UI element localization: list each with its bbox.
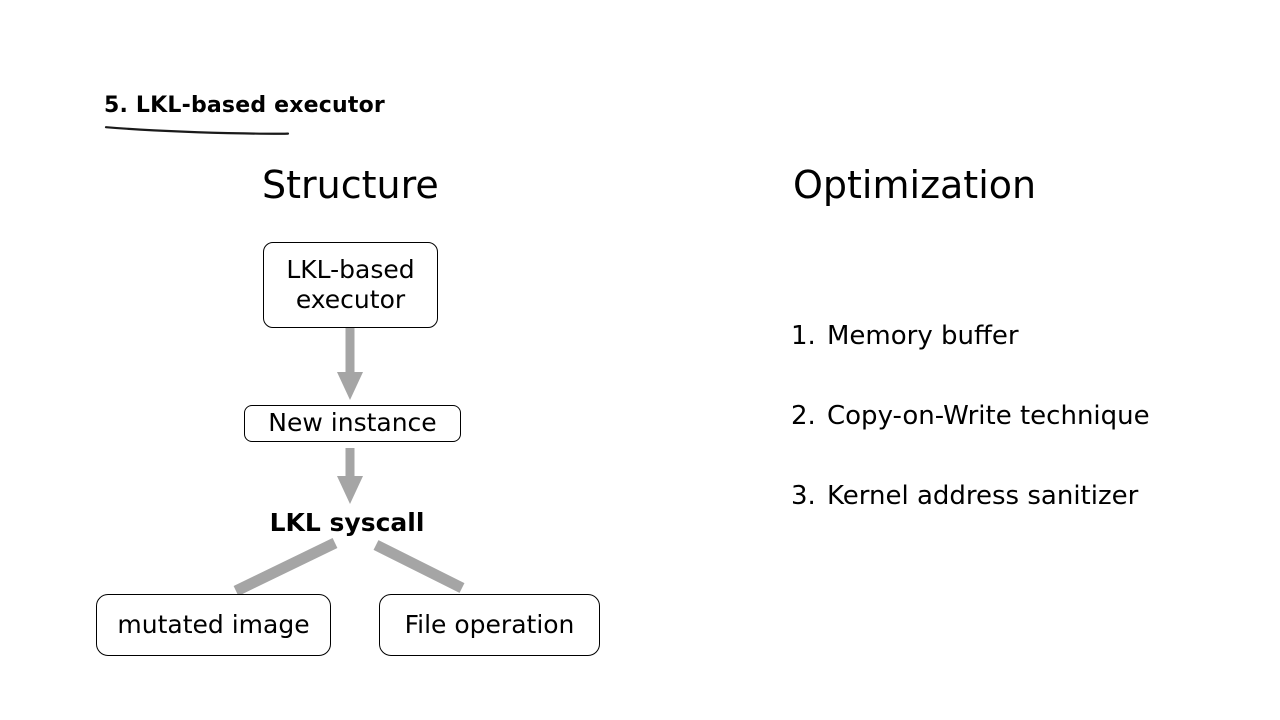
node-executor-line1: LKL-based [286,254,415,284]
list-item-number: 3. [791,480,816,511]
node-new-instance-label: New instance [268,408,437,438]
arrow-instance-to-syscall [337,448,363,504]
list-item-label: Copy-on-Write technique [827,400,1150,431]
node-mutated-image-label: mutated image [117,609,310,639]
line-syscall-to-file-operation [373,540,465,593]
node-mutated-image[interactable]: mutated image [96,594,331,656]
page-title: 5. LKL-based executor [104,93,385,118]
list-item-label: Kernel address sanitizer [827,480,1139,511]
list-item: 2. Copy-on-Write technique [791,400,1251,432]
node-new-instance[interactable]: New instance [244,405,461,442]
heading-structure: Structure [262,163,439,207]
node-file-operation[interactable]: File operation [379,594,600,656]
list-item: 1. Memory buffer [791,321,1251,352]
optimization-list: 1. Memory buffer 2. Copy-on-Write techni… [791,321,1251,512]
line-syscall-to-mutated-image [233,538,338,596]
node-file-operation-label: File operation [404,609,575,639]
title-underline-stroke [104,126,290,135]
node-lkl-syscall: LKL syscall [269,508,425,537]
heading-optimization: Optimization [793,163,1037,207]
node-executor-line2: executor [295,285,406,314]
arrow-executor-to-instance [337,328,363,400]
list-item-number: 2. [791,400,816,431]
list-item-label: Memory buffer [827,321,1019,351]
list-item-number: 1. [791,321,816,351]
list-item: 3. Kernel address sanitizer [791,480,1251,512]
